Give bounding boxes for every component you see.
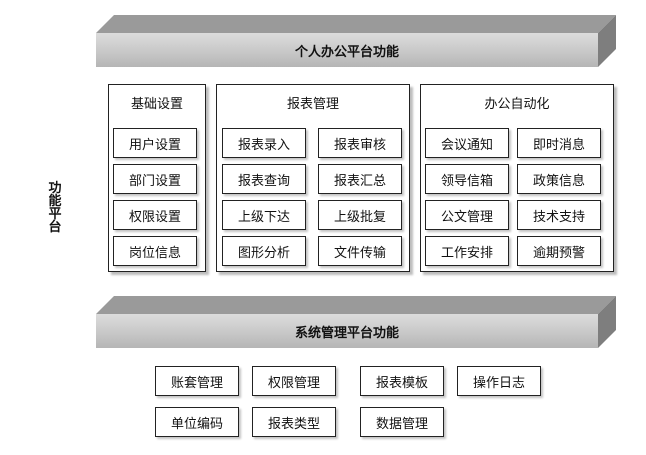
- group-title-report-management: 报表管理: [286, 97, 339, 112]
- item-report-entry: 报表录入: [222, 128, 306, 158]
- banner-top-face: [96, 15, 616, 33]
- personal-platform-banner: 个人办公平台功能: [96, 15, 616, 67]
- side-label-function-platform: 功能平台: [48, 181, 62, 235]
- item-position-info: 岗位信息: [113, 236, 197, 266]
- item-unit-code: 单位编码: [155, 407, 239, 437]
- item-report-query: 报表查询: [222, 164, 306, 194]
- item-superior-issue: 上级下达: [222, 200, 306, 230]
- item-superior-approval: 上级批复: [318, 200, 402, 230]
- item-report-template: 报表模板: [360, 366, 444, 396]
- item-policy-info: 政策信息: [517, 164, 601, 194]
- banner-top-face: [96, 296, 616, 314]
- personal-platform-title: 个人办公平台功能: [96, 33, 598, 67]
- item-permission-management: 权限管理: [252, 366, 336, 396]
- item-work-schedule: 工作安排: [425, 236, 509, 266]
- item-overdue-warning: 逾期预警: [517, 236, 601, 266]
- item-tech-support: 技术支持: [517, 200, 601, 230]
- item-report-summary: 报表汇总: [318, 164, 402, 194]
- item-user-settings: 用户设置: [113, 128, 197, 158]
- item-data-management: 数据管理: [360, 407, 444, 437]
- item-instant-message: 即时消息: [517, 128, 601, 158]
- group-title-basic-settings: 基础设置: [130, 97, 183, 112]
- item-report-type: 报表类型: [252, 407, 336, 437]
- system-platform-title: 系统管理平台功能: [96, 314, 598, 348]
- item-document-management: 公文管理: [425, 200, 509, 230]
- item-file-transfer: 文件传输: [318, 236, 402, 266]
- item-report-review: 报表审核: [318, 128, 402, 158]
- item-account-set-management: 账套管理: [155, 366, 239, 396]
- item-meeting-notice: 会议通知: [425, 128, 509, 158]
- item-leader-mailbox: 领导信箱: [425, 164, 509, 194]
- item-graphic-analysis: 图形分析: [222, 236, 306, 266]
- item-permission-settings: 权限设置: [113, 200, 197, 230]
- item-operation-log: 操作日志: [457, 366, 541, 396]
- system-platform-banner: 系统管理平台功能: [96, 296, 616, 348]
- group-title-office-automation: 办公自动化: [484, 97, 550, 112]
- item-department-settings: 部门设置: [113, 164, 197, 194]
